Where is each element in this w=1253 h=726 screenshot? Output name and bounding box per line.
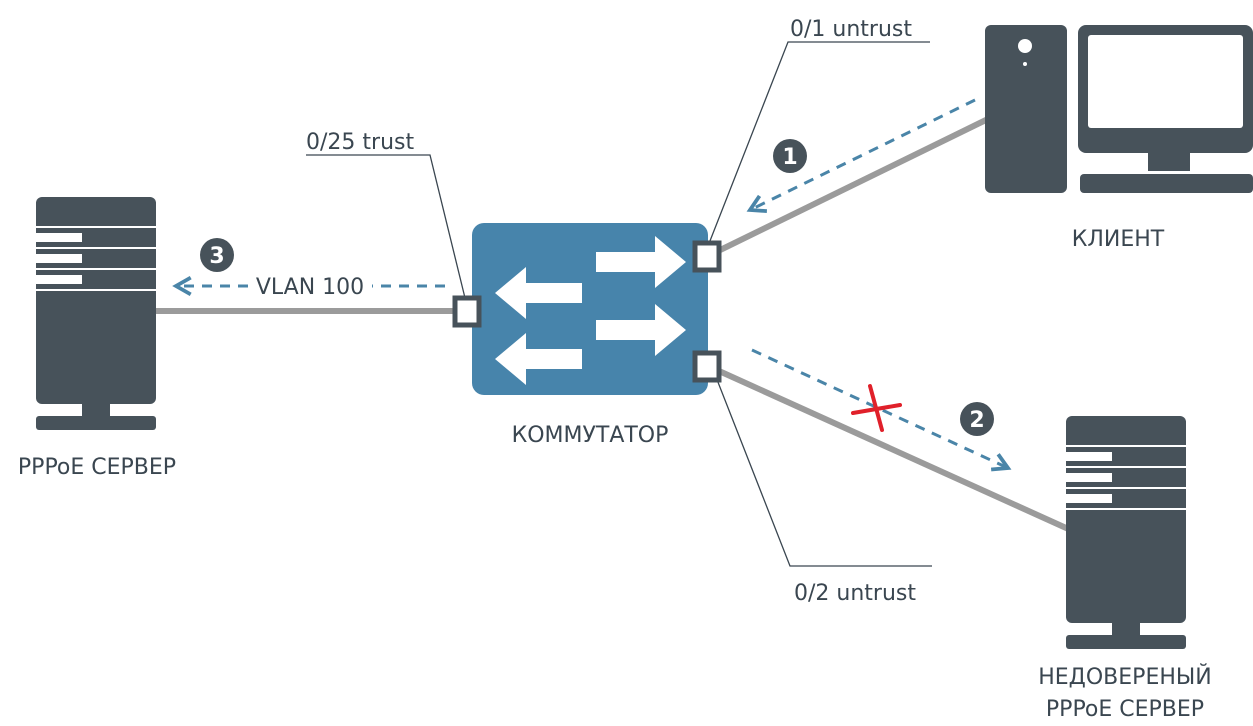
rogue-server-label-line2: PPPoE СЕРВЕР <box>1046 697 1204 722</box>
link-rogue-switch <box>706 363 1077 535</box>
client-label: КЛИЕНТ <box>1072 227 1165 252</box>
server-tower-icon <box>36 197 156 430</box>
port-0-25 <box>452 295 482 328</box>
step-badge-3-label: 3 <box>209 244 224 269</box>
port-label-client: 0/1 untrust <box>790 17 912 42</box>
flow-switch-to-rogue <box>751 348 1012 472</box>
desktop-computer-icon <box>985 25 1253 193</box>
leader-port-rogue <box>713 371 932 567</box>
server-label: PPPoE СЕРВЕР <box>18 455 176 480</box>
port-label-server: 0/25 trust <box>306 130 414 155</box>
blocked-x-icon <box>851 384 902 432</box>
port-0-1 <box>692 240 722 273</box>
vlan-label: VLAN 100 <box>256 275 364 300</box>
network-switch-icon <box>472 223 708 395</box>
port-0-2 <box>692 350 722 383</box>
leader-port-server <box>306 154 467 303</box>
step-badge-2: 2 <box>960 402 994 436</box>
flow-client-to-switch <box>746 98 976 213</box>
step-badge-1-label: 1 <box>782 145 797 170</box>
server-tower-icon <box>1066 416 1186 649</box>
link-client-switch <box>706 115 992 259</box>
rogue-server-label-line1: НЕДОВЕРЕНЫЙ <box>1038 664 1212 690</box>
switch-label: КОММУТАТОР <box>512 423 669 448</box>
step-badge-1: 1 <box>773 139 807 173</box>
step-badge-2-label: 2 <box>969 408 984 433</box>
step-badge-3: 3 <box>200 238 234 272</box>
leader-port-client <box>707 41 930 247</box>
port-label-rogue: 0/2 untrust <box>794 581 916 606</box>
